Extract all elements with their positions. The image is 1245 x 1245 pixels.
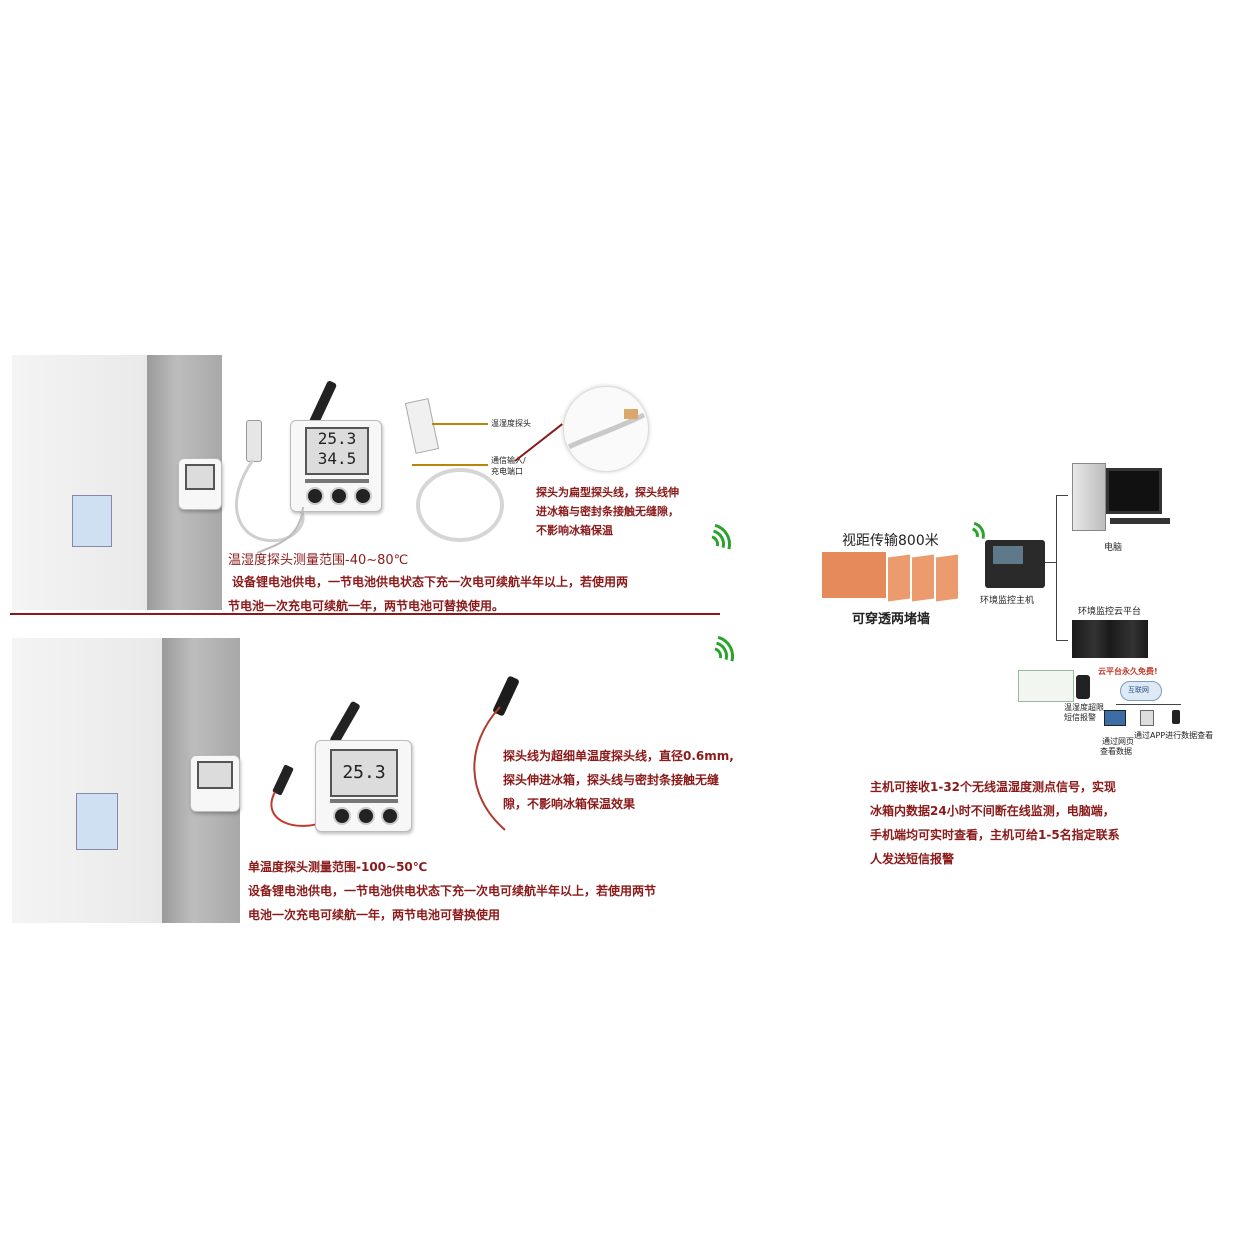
port-label-line1: 通信输入/ xyxy=(491,456,526,465)
battery-text-2-line1: 设备锂电池供电，一节电池供电状态下充一次电可续航半年以上，若使用两节 xyxy=(248,884,657,898)
desktop-icon xyxy=(1104,710,1126,726)
phone-icon xyxy=(1076,675,1090,699)
device-button xyxy=(333,807,351,825)
battery-text-2-line2: 电池一次充电可续航一年，两节电池可替换使用 xyxy=(248,908,501,922)
lcd-temperature: 25.3 xyxy=(317,429,357,448)
wifi-signal-icon xyxy=(684,627,742,685)
device-buttons-2 xyxy=(330,807,402,829)
tablet-icon xyxy=(1140,710,1154,726)
device-button xyxy=(330,487,348,505)
monitor-icon xyxy=(1106,468,1162,514)
internet-cloud-icon xyxy=(1120,681,1162,701)
connector-line xyxy=(1056,640,1068,641)
host-label: 环境监控主机 xyxy=(980,596,1035,606)
system-desc-line4: 人发送短信报警 xyxy=(870,852,955,866)
server-rack-icon xyxy=(1072,620,1148,658)
logger-device-2: 25.3 xyxy=(315,740,412,832)
connector-line xyxy=(1056,495,1068,496)
logger-device-1: 25.3 34.5 xyxy=(290,420,382,512)
range-text-1: 温湿度探头测量范围-40~80℃ xyxy=(228,553,409,568)
web-label-line2: 查看数据 xyxy=(1100,747,1132,756)
internet-label: 互联网 xyxy=(1128,686,1149,694)
computer-label: 电脑 xyxy=(1104,543,1123,553)
computer-tower-icon xyxy=(1072,463,1106,531)
probe-desc-1-line2: 进冰箱与密封条接触无缝隙， xyxy=(536,505,679,518)
device-button xyxy=(306,487,324,505)
flat-probe-cable xyxy=(416,468,504,542)
sms-label-line1: 温湿度超限 xyxy=(1064,703,1104,712)
connector-line xyxy=(1116,704,1181,705)
probe-desc-2-line3: 隙，不影响冰箱保温效果 xyxy=(503,797,636,811)
device-button xyxy=(357,807,375,825)
sms-label-line2: 短信报警 xyxy=(1064,713,1096,722)
device-button xyxy=(354,487,372,505)
lcd-humidity: 34.5 xyxy=(317,449,357,468)
wifi-signal-icon xyxy=(681,515,739,573)
mounted-logger-1 xyxy=(178,458,222,510)
range-text-2: 单温度探头测量范围-100~50℃ xyxy=(248,860,428,874)
probe-desc-2-line1: 探头线为超细单温度探头线，直径0.6mm, xyxy=(503,749,734,763)
connector-line xyxy=(1045,562,1057,563)
device-buttons-1 xyxy=(303,487,375,509)
probe-zoom-circle xyxy=(563,386,649,472)
mounted-logger-2 xyxy=(190,755,240,812)
walls-label: 可穿透两堵墙 xyxy=(852,612,931,627)
battery-text-1-line2: 节电池一次充电可续航一年，两节电池可替换使用。 xyxy=(228,599,505,613)
host-device xyxy=(985,540,1045,588)
antenna-2 xyxy=(329,700,361,746)
system-desc-line1: 主机可接收1-32个无线温湿度测点信号，实现 xyxy=(870,780,1117,794)
device-button xyxy=(381,807,399,825)
port-label-line2: 充电端口 xyxy=(491,467,523,476)
lcd-screen-1: 25.3 34.5 xyxy=(305,427,369,475)
probe-pointer-line xyxy=(432,423,488,425)
app-label: 通过APP进行数据查看 xyxy=(1134,731,1214,740)
cloud-label: 环境监控云平台 xyxy=(1078,607,1142,617)
lcd-temperature: 25.3 xyxy=(342,762,386,783)
distance-label: 视距传输800米 xyxy=(842,533,939,549)
web-label-line1: 通过网页 xyxy=(1102,737,1134,746)
fridge-label-sticker xyxy=(72,495,112,547)
probe-desc-1-line3: 不影响冰箱保温 xyxy=(536,524,613,537)
lcd-screen-2: 25.3 xyxy=(330,749,398,797)
section-divider xyxy=(10,613,720,615)
connector-line xyxy=(1056,495,1057,640)
wall-panels xyxy=(822,552,962,604)
battery-text-1-line1: 设备锂电池供电，一节电池供电状态下充一次电可续航半年以上，若使用两 xyxy=(232,575,629,589)
logger-cable-1 xyxy=(256,506,304,554)
thin-probe-cable xyxy=(473,706,506,831)
system-desc-line3: 手机端均可实时查看，主机可给1-5名指定联系 xyxy=(870,828,1120,842)
keyboard-icon xyxy=(1110,518,1170,524)
port-pointer-line xyxy=(412,464,488,466)
phone-icon xyxy=(1172,710,1180,724)
fridge-label-sticker xyxy=(76,793,118,850)
humidity-probe-left xyxy=(246,420,262,462)
probe-desc-2-line2: 探头伸进冰箱，探头线与密封条接触无缝 xyxy=(503,773,720,787)
probe-desc-1-line1: 探头为扁型探头线，探头线伸 xyxy=(536,486,679,499)
web-screenshot-thumb xyxy=(1018,670,1074,702)
probe-label: 温湿度探头 xyxy=(491,419,531,428)
probe-cable-left xyxy=(235,459,305,543)
cloud-free-label: 云平台永久免费! xyxy=(1098,667,1158,676)
system-desc-line2: 冰箱内数据24小时不间断在线监测，电脑端， xyxy=(870,804,1115,818)
zoom-pointer xyxy=(514,423,563,462)
